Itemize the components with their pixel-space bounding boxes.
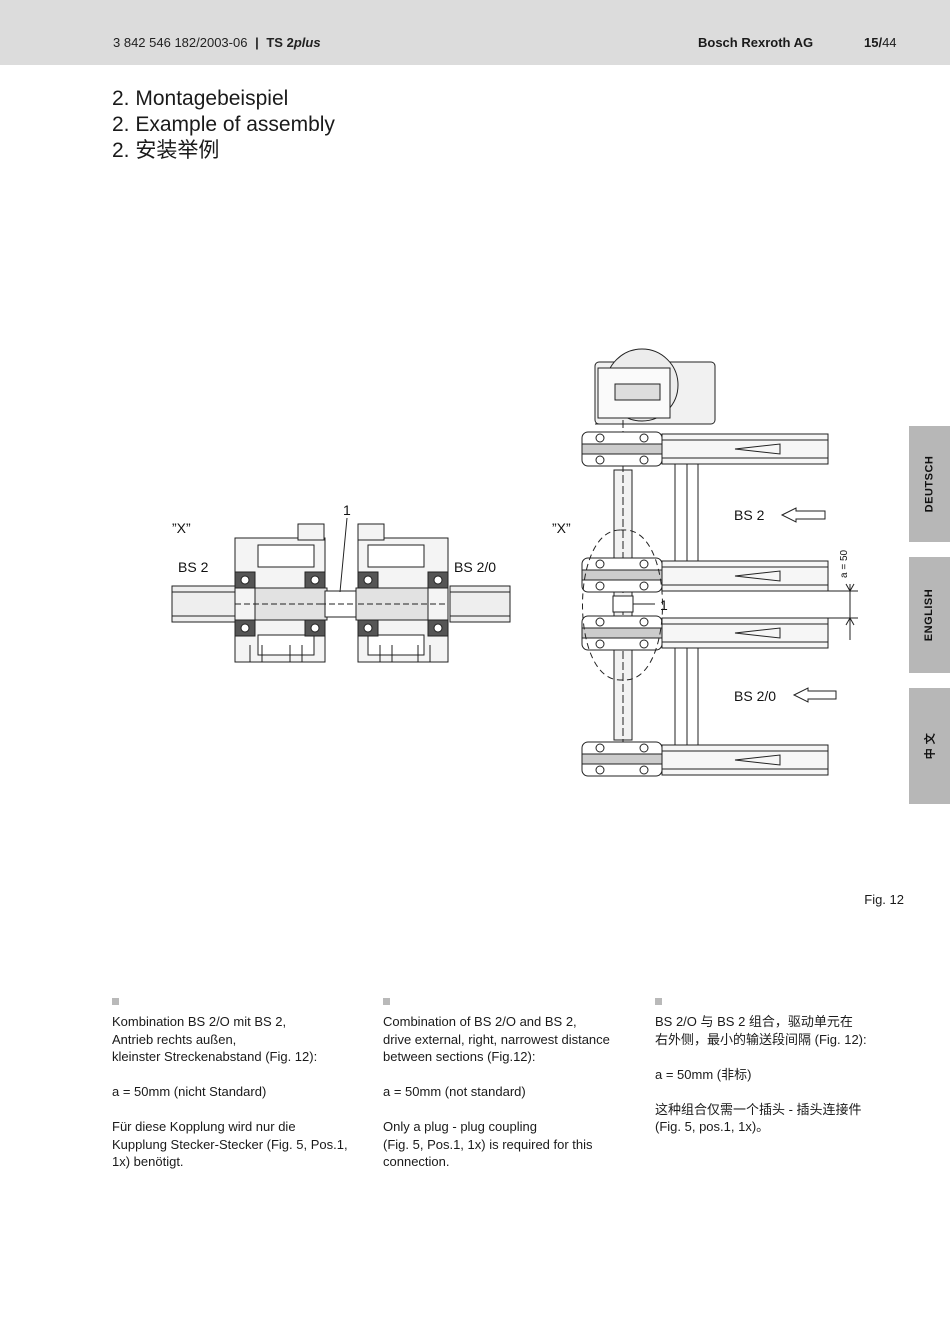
title-de: 2. Montagebeispiel xyxy=(112,87,289,110)
right-housing xyxy=(355,523,449,663)
de-p1-l1: Kombination BS 2/O mit BS 2, xyxy=(112,1014,287,1029)
right-tube xyxy=(449,585,511,623)
bullet-square-icon xyxy=(655,998,662,1005)
assembly-drawing: ”X” BS 2 BS 2/0 1 ”X” BS 2 BS 2/0 1 a = … xyxy=(150,340,870,790)
de-p3-l1: Für diese Kopplung wird nur die xyxy=(112,1119,296,1134)
drive-head-4 xyxy=(581,741,663,777)
page-header: 3 842 546 182/2003-06 | TS 2plus Bosch R… xyxy=(0,0,950,65)
de-p2: a = 50mm (nicht Standard) xyxy=(112,1084,267,1099)
page-current: 15/ xyxy=(864,35,883,50)
product-prefix: TS 2 xyxy=(266,35,294,50)
column-zh: BS 2/O 与 BS 2 组合，驱动单元在 右外侧，最小的输送段间隔 (Fig… xyxy=(655,998,910,1136)
arrow-bs2 xyxy=(780,507,826,523)
label-pos1-left: 1 xyxy=(343,502,351,518)
en-p3-l3: connection. xyxy=(383,1154,450,1169)
page-total: 44 xyxy=(882,35,897,50)
label-bs2-right: BS 2 xyxy=(734,507,765,523)
drive-head-2 xyxy=(581,557,663,593)
label-x-left: ”X” xyxy=(172,520,191,536)
drive-head-1 xyxy=(581,431,663,467)
zh-p3-l1: 这种组合仅需一个插头 - 插头连接件 xyxy=(655,1101,862,1117)
title-en: 2. Example of assembly xyxy=(112,113,335,136)
column-en: Combination of BS 2/O and BS 2, drive ex… xyxy=(383,998,638,1171)
tab-chinese[interactable]: 中 文 xyxy=(909,688,950,804)
section-titles: 2. Montagebeispiel 2. Example of assembl… xyxy=(112,86,335,164)
product-suffix: plus xyxy=(293,35,321,50)
de-p1-l3: kleinster Streckenabstand (Fig. 12): xyxy=(112,1049,318,1064)
label-bs2-left: BS 2 xyxy=(178,559,209,575)
arrow-bs20 xyxy=(792,687,837,703)
zh-p1-l1: BS 2/O 与 BS 2 组合，驱动单元在 xyxy=(655,1014,853,1029)
plug-coupling xyxy=(612,595,634,613)
tab-english-label: ENGLISH xyxy=(923,588,936,642)
page-number: 15/44 xyxy=(864,35,897,50)
product-name: TS 2plus xyxy=(266,35,320,50)
drive-motor xyxy=(594,348,716,425)
left-tube xyxy=(171,585,238,623)
de-p1-l2: Antrieb rechts außen, xyxy=(112,1031,237,1047)
en-p1-l2: drive external, right, narrowest distanc… xyxy=(383,1031,610,1047)
de-p3-l2: Kupplung Stecker-Stecker (Fig. 5, Pos.1, xyxy=(112,1136,348,1152)
header-doc-info: 3 842 546 182/2003-06 | TS 2plus xyxy=(113,35,321,50)
title-zh: 2. 安装举例 xyxy=(112,139,220,162)
label-bs20-left: BS 2/0 xyxy=(454,559,496,575)
en-p1-l1: Combination of BS 2/O and BS 2, xyxy=(383,1014,577,1029)
bullet-square-icon xyxy=(383,998,390,1005)
de-p3-l3: 1x) benötigt. xyxy=(112,1154,184,1169)
zh-p2: a = 50mm (非标) xyxy=(655,1066,752,1082)
company-name: Bosch Rexroth AG xyxy=(698,35,814,50)
label-dimension-a: a = 50 xyxy=(839,549,850,578)
label-pos1-right: 1 xyxy=(660,597,668,613)
header-separator: | xyxy=(255,35,259,50)
en-p3-l2: (Fig. 5, Pos.1, 1x) is required for this xyxy=(383,1136,593,1152)
en-p1-l3: between sections (Fig.12): xyxy=(383,1049,536,1064)
tab-deutsch[interactable]: DEUTSCH xyxy=(909,426,950,542)
tab-english[interactable]: ENGLISH xyxy=(909,557,950,673)
column-de: Kombination BS 2/O mit BS 2, Antrieb rec… xyxy=(112,998,367,1171)
tab-chinese-label: 中 文 xyxy=(924,732,937,760)
section-bs20 xyxy=(661,617,829,776)
tab-deutsch-label: DEUTSCH xyxy=(923,455,936,513)
section-bs2 xyxy=(661,433,829,592)
detail-x-outline xyxy=(582,529,663,681)
en-p3-l1: Only a plug - plug coupling xyxy=(383,1119,537,1134)
label-bs20-right: BS 2/0 xyxy=(734,688,776,704)
label-x-right: ”X” xyxy=(552,520,571,536)
assembly-drawing-svg: ”X” BS 2 BS 2/0 1 ”X” BS 2 BS 2/0 1 a = … xyxy=(171,348,858,777)
bullet-square-icon xyxy=(112,998,119,1005)
zh-p3-l2: (Fig. 5, pos.1, 1x)。 xyxy=(655,1119,770,1134)
doc-number: 3 842 546 182/2003-06 xyxy=(113,35,248,50)
en-p2: a = 50mm (not standard) xyxy=(383,1084,526,1099)
figure-caption: Fig. 12 xyxy=(864,892,904,907)
left-housing xyxy=(234,523,328,663)
zh-p1-l2: 右外侧，最小的输送段间隔 (Fig. 12): xyxy=(655,1031,867,1047)
drive-head-3 xyxy=(581,615,663,651)
